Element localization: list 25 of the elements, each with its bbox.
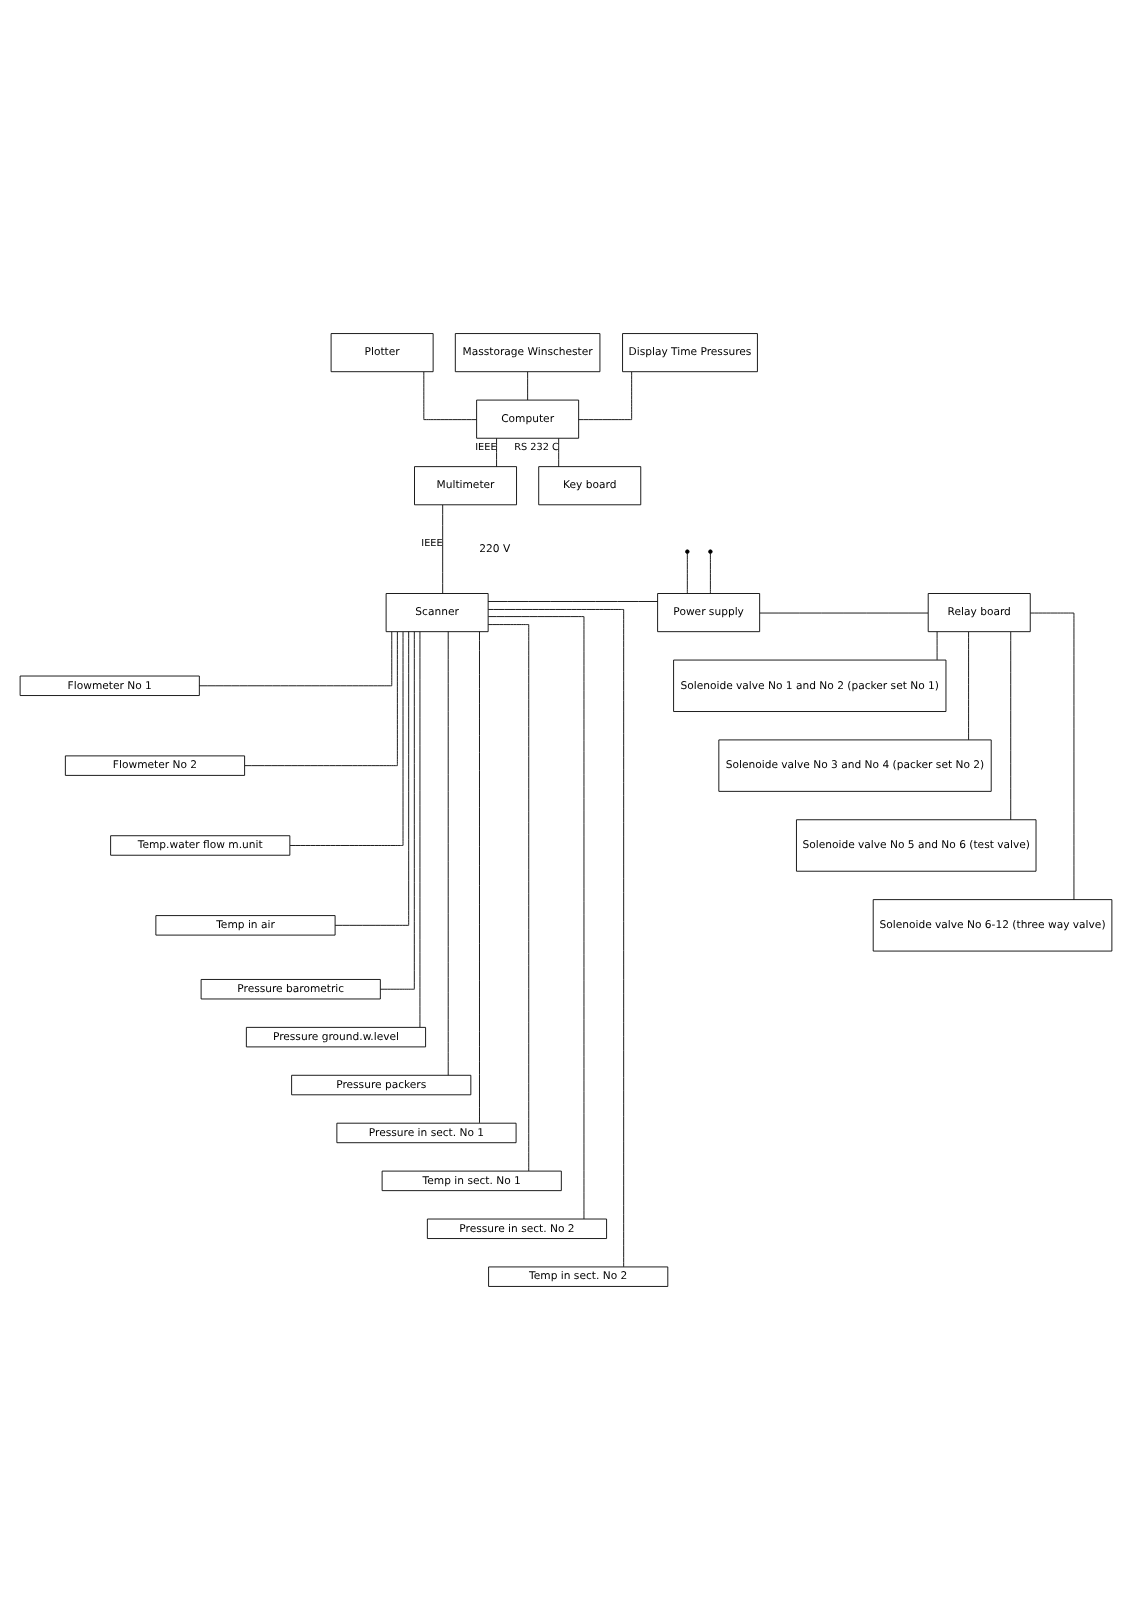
- connector: [936, 630, 938, 660]
- connector: [686, 551, 688, 593]
- connector: [709, 551, 711, 593]
- connector: [578, 370, 633, 420]
- connector: [487, 623, 530, 1171]
- connector: [244, 630, 398, 766]
- connector: [759, 611, 929, 613]
- connector: [334, 630, 410, 925]
- connector: [496, 436, 497, 466]
- connector: [198, 630, 393, 686]
- connector: [423, 370, 477, 420]
- connector: [487, 600, 658, 601]
- connector: [488, 615, 585, 1219]
- connector: [447, 630, 449, 1075]
- connector: [289, 630, 404, 845]
- connector: [442, 503, 444, 593]
- connector: [558, 436, 560, 466]
- connector: [380, 630, 415, 989]
- connector: [1030, 611, 1075, 899]
- connector: [479, 630, 480, 1123]
- connector: [487, 608, 625, 1267]
- connector: [968, 630, 970, 740]
- connector: [419, 630, 421, 1027]
- connector: [1010, 630, 1012, 820]
- connector: [527, 370, 529, 400]
